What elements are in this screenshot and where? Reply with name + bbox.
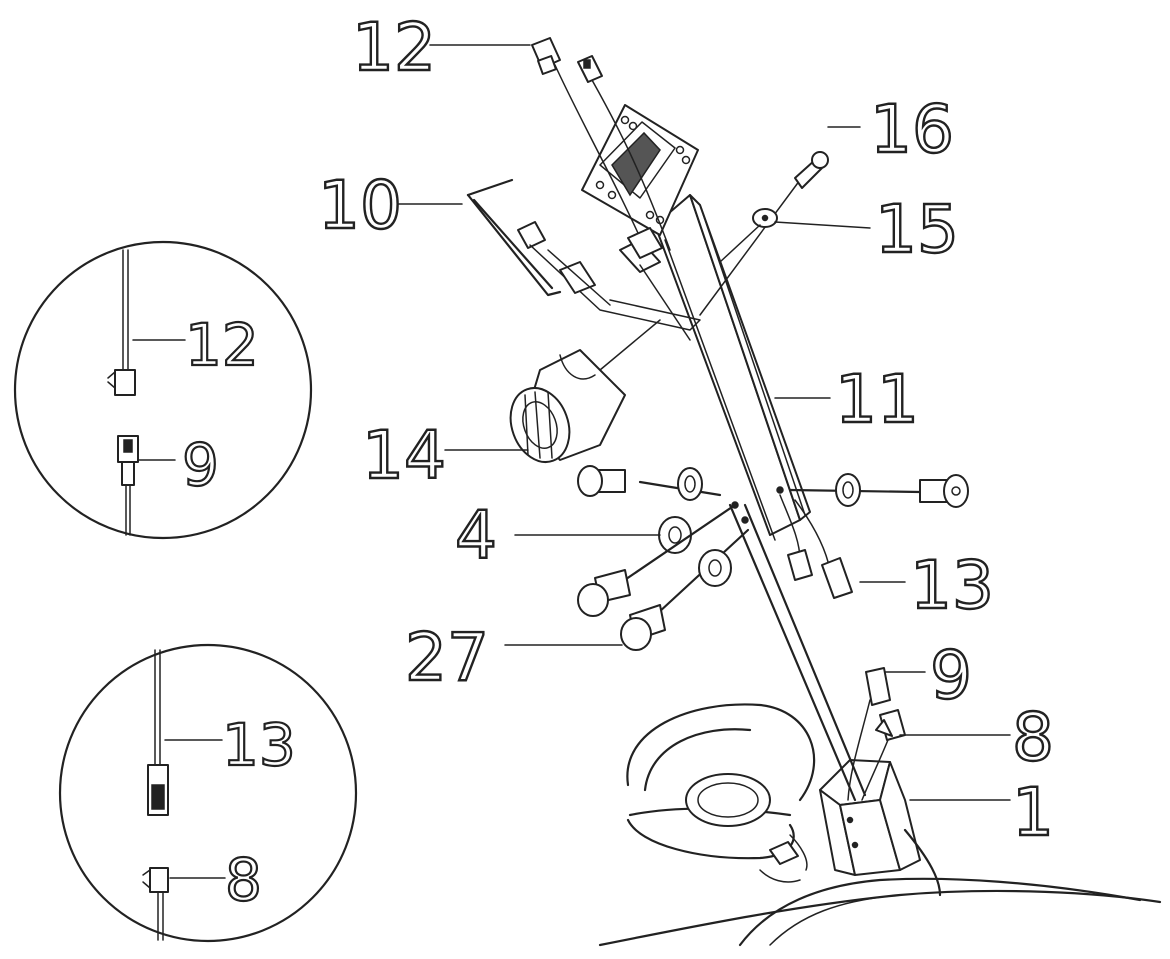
callout-15: 15 [875,191,959,268]
detail-bottom-callout-8: 8 [225,846,262,914]
frame-socket-part-1 [819,759,942,897]
detail-top-callout-9: 9 [182,431,219,499]
leader-lines [393,44,1011,801]
handlebar-post-part-11 [654,194,867,802]
callout-27: 27 [405,619,489,696]
bolts-and-washers [577,151,969,651]
callouts: 12 16 10 15 11 14 4 13 27 9 8 1 [317,8,1055,852]
callout-11: 11 [835,361,919,438]
base-seat [598,703,1162,947]
callout-16: 16 [870,91,954,168]
callout-13: 13 [910,547,994,624]
wire-connector-12 [531,37,671,261]
wire-connectors-9-8 [847,667,906,801]
callout-9: 9 [930,637,972,714]
detail-view-bottom: 13 8 [58,643,358,943]
clamp-bracket [517,221,701,341]
detail-bottom-callout-13: 13 [222,711,296,779]
callout-14: 14 [362,417,446,494]
callout-1: 1 [1012,774,1054,851]
detail-view-top: 12 9 [13,240,313,540]
callout-4: 4 [455,497,497,574]
hex-key-part-10 [466,178,562,297]
wire-connector-13 [779,494,853,599]
mounting-plate [581,104,699,236]
callout-10: 10 [318,167,402,244]
detail-top-callout-12: 12 [185,311,259,379]
callout-12: 12 [352,9,436,86]
knob-part-14 [509,319,661,463]
callout-8: 8 [1012,699,1054,776]
